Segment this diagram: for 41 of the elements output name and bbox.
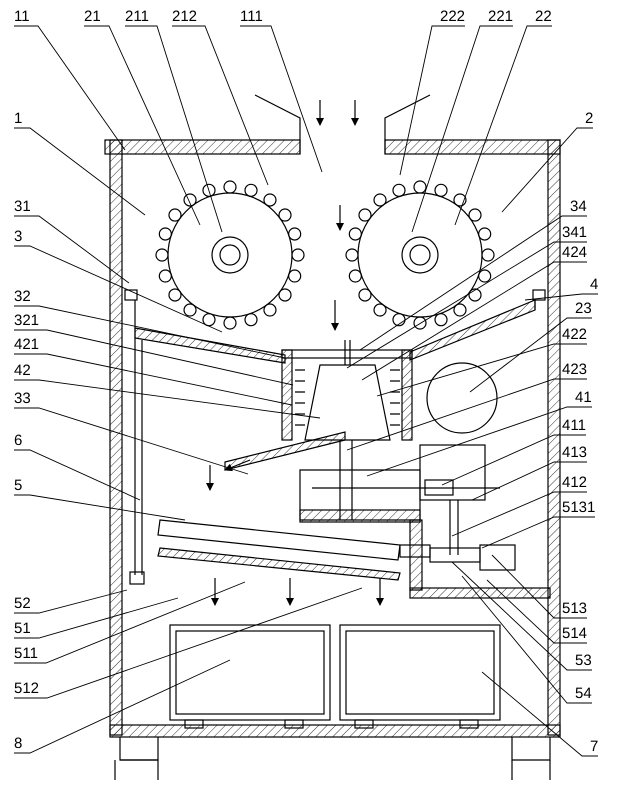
leader-line xyxy=(360,216,588,350)
leader-line xyxy=(14,598,178,638)
leader-line xyxy=(452,562,592,670)
leader-line xyxy=(14,380,320,418)
leader-line xyxy=(14,408,248,474)
leader-line xyxy=(172,26,268,186)
leader-line xyxy=(240,26,322,172)
leader-line xyxy=(14,26,126,150)
leader-line xyxy=(452,492,588,536)
leader-line xyxy=(14,216,130,284)
leader-line xyxy=(346,378,588,450)
leader-line xyxy=(14,128,146,216)
leader-line xyxy=(14,354,292,406)
leader-line xyxy=(524,294,598,300)
leader-line xyxy=(84,26,200,226)
leader-line xyxy=(14,660,230,754)
leader-line xyxy=(492,554,588,618)
leader-line xyxy=(14,588,362,698)
leader-line xyxy=(482,516,596,548)
leader-line xyxy=(472,462,588,500)
leader-line xyxy=(362,262,588,380)
leader-line xyxy=(412,26,514,232)
leader-line xyxy=(376,344,588,396)
leader-line xyxy=(14,330,294,386)
leader-line xyxy=(124,26,222,232)
leader-line xyxy=(14,450,140,500)
leader-line xyxy=(486,580,588,644)
leader-line xyxy=(502,128,594,212)
leader-line xyxy=(442,434,586,486)
leader-line xyxy=(14,582,246,664)
leader-line xyxy=(14,246,222,332)
leader-line xyxy=(346,242,588,368)
leader-line xyxy=(482,672,598,756)
leader-line xyxy=(454,26,552,226)
leader-line xyxy=(14,590,128,614)
leader-line xyxy=(462,576,592,704)
leader-line xyxy=(14,306,286,358)
leader-line xyxy=(14,494,186,520)
leader-line xyxy=(366,406,592,476)
leader-line xyxy=(470,318,592,392)
leader-line xyxy=(400,26,466,176)
